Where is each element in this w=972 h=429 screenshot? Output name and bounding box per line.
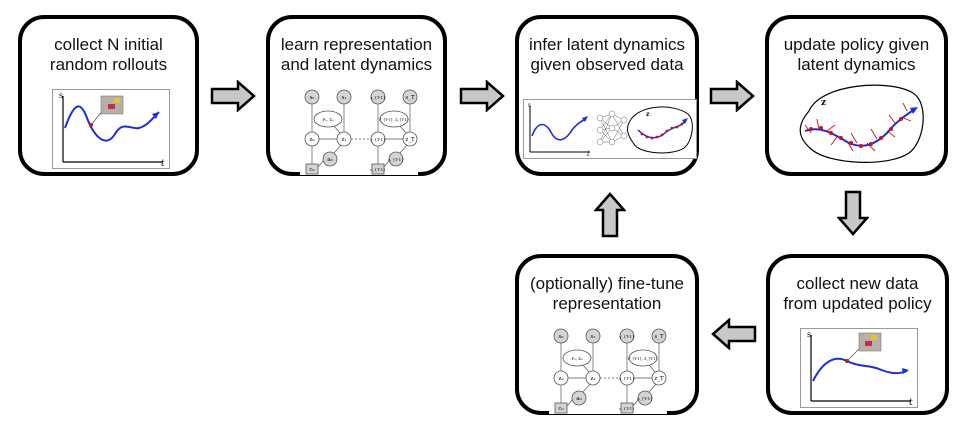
node-FT — [628, 349, 658, 367]
step-title: learn representation and latent dynamics — [270, 35, 443, 75]
step-title: infer latent dynamics given observed dat… — [519, 35, 695, 75]
node-aT1-label: a_{T-1} — [388, 157, 404, 162]
step-title-line1: collect N initial — [54, 35, 163, 54]
rollout-plot-svg: s t — [59, 91, 165, 169]
step-collect-initial-box: collect N initial random rollouts s t — [18, 15, 199, 176]
node-zT1-label: z_{T-1} — [370, 137, 386, 142]
latent-space-label: z — [646, 111, 650, 118]
node-a0 — [322, 151, 338, 167]
step-fine-tune-box: (optionally) fine-tune representation — [515, 254, 699, 415]
node-FT-label: F_{T-1}, Σ_{T-1} — [628, 357, 658, 361]
step-title-line2: latent dynamics — [797, 55, 916, 74]
step-title-line2: representation — [552, 294, 662, 313]
step-title-line2: random rollouts — [49, 55, 168, 74]
node-sT1-label: s_{T-1} — [619, 334, 635, 339]
step-title-line1: collect new data — [796, 274, 919, 293]
node-cT1-label: c_{T-1} — [619, 406, 635, 411]
node-zT-label: z_T — [654, 376, 664, 382]
rollout-plot-svg: s t — [807, 330, 913, 408]
node-s1-label: s₁ — [590, 334, 595, 340]
node-FT — [379, 110, 409, 128]
step-title-line1: update policy given — [783, 35, 930, 54]
step-title-line1: (optionally) fine-tune — [529, 274, 685, 293]
node-F0 — [562, 349, 592, 367]
node-z1-label: z₁ — [590, 376, 595, 382]
graphical-model-svg: s₀ s₁ s_{T-1} s_T F₀, Σ₀ F_{T-1}, Σ_{T-1… — [304, 89, 418, 175]
arrow-right-3-to-4 — [709, 80, 755, 112]
node-F0-label: F₀, Σ₀ — [571, 356, 583, 361]
latent-space-blob — [627, 106, 693, 154]
node-s1-label: s₁ — [341, 95, 346, 101]
node-s0-label: s₀ — [309, 95, 315, 101]
graphical-model: s₀ s₁ s_{T-1} s_T F₀, Σ₀ F_{T-1}, Σ_{T-1… — [549, 328, 667, 414]
node-a0-label: a₀ — [327, 157, 333, 163]
time-axis-label: t — [161, 159, 165, 168]
node-F0 — [313, 110, 343, 128]
step-title: update policy given latent dynamics — [769, 35, 944, 75]
node-sT-label: s_T — [405, 95, 415, 101]
node-z0-label: z₀ — [558, 376, 564, 382]
node-aT1-label: a_{T-1} — [637, 396, 653, 401]
node-s0-label: s₀ — [558, 334, 564, 340]
rollout-plot: s t — [52, 89, 170, 169]
node-zT1-label: z_{T-1} — [619, 376, 635, 381]
step-infer-latent-box: infer latent dynamics given observed dat… — [515, 15, 699, 176]
arrow-left-5-to-6 — [711, 318, 757, 350]
step-title-line1: infer latent dynamics — [529, 35, 685, 54]
rollout-plot: s t — [800, 328, 918, 408]
state-axis-label: s — [528, 102, 531, 109]
graphical-model-svg: s₀ s₁ s_{T-1} s_T F₀, Σ₀ F_{T-1}, Σ_{T-1… — [553, 328, 667, 414]
node-cT1-label: c_{T-1} — [370, 167, 386, 172]
time-axis-label: t — [909, 398, 913, 407]
neural-network-icon — [596, 110, 628, 146]
policy-latent-svg: z — [799, 84, 924, 163]
node-zT-label: z_T — [405, 137, 415, 143]
node-F0-label: F₀, Σ₀ — [322, 117, 334, 122]
step-title: (optionally) fine-tune representation — [519, 274, 695, 314]
arrow-right-1-to-2 — [210, 80, 256, 112]
inference-illustration: s t z — [523, 99, 697, 159]
graphical-model: s₀ s₁ s_{T-1} s_T F₀, Σ₀ F_{T-1}, Σ_{T-1… — [300, 89, 418, 175]
step-update-policy-box: update policy given latent dynamics z — [765, 15, 948, 176]
time-axis-label: t — [587, 150, 590, 158]
state-axis-label: s — [59, 91, 63, 100]
node-a0 — [571, 390, 587, 406]
node-aT1 — [388, 151, 404, 167]
arrow-down-4-to-5 — [837, 190, 869, 236]
node-a0-label: a₀ — [576, 396, 582, 402]
state-axis-label: s — [807, 330, 811, 339]
step-title: collect N initial random rollouts — [22, 35, 195, 75]
step-collect-new-box: collect new data from updated policy s t — [766, 254, 949, 415]
arrow-right-2-to-3 — [459, 80, 505, 112]
node-sT-label: s_T — [654, 334, 664, 340]
node-FT-label: F_{T-1}, Σ_{T-1} — [379, 118, 409, 122]
node-c0-label: c₀ — [309, 167, 315, 173]
step-title-line2: given observed data — [530, 55, 684, 74]
step-title-line1: learn representation — [280, 35, 433, 54]
node-z0-label: z₀ — [309, 137, 315, 143]
step-learn-representation-box: learn representation and latent dynamics — [266, 15, 447, 176]
latent-space-blob — [799, 84, 924, 163]
node-c0-label: c₀ — [558, 406, 564, 412]
node-sT1-label: s_{T-1} — [370, 95, 386, 100]
latent-space-label: z — [821, 98, 826, 108]
node-z1-label: z₁ — [341, 137, 346, 143]
policy-latent-illustration: z — [791, 81, 925, 165]
step-title: collect new data from updated policy — [770, 274, 945, 314]
step-title-line2: from updated policy — [783, 294, 932, 313]
arrow-up-6-to-3 — [594, 192, 626, 238]
step-title-line2: and latent dynamics — [280, 55, 433, 74]
node-aT1 — [637, 390, 653, 406]
inference-svg: s t z — [528, 102, 693, 158]
